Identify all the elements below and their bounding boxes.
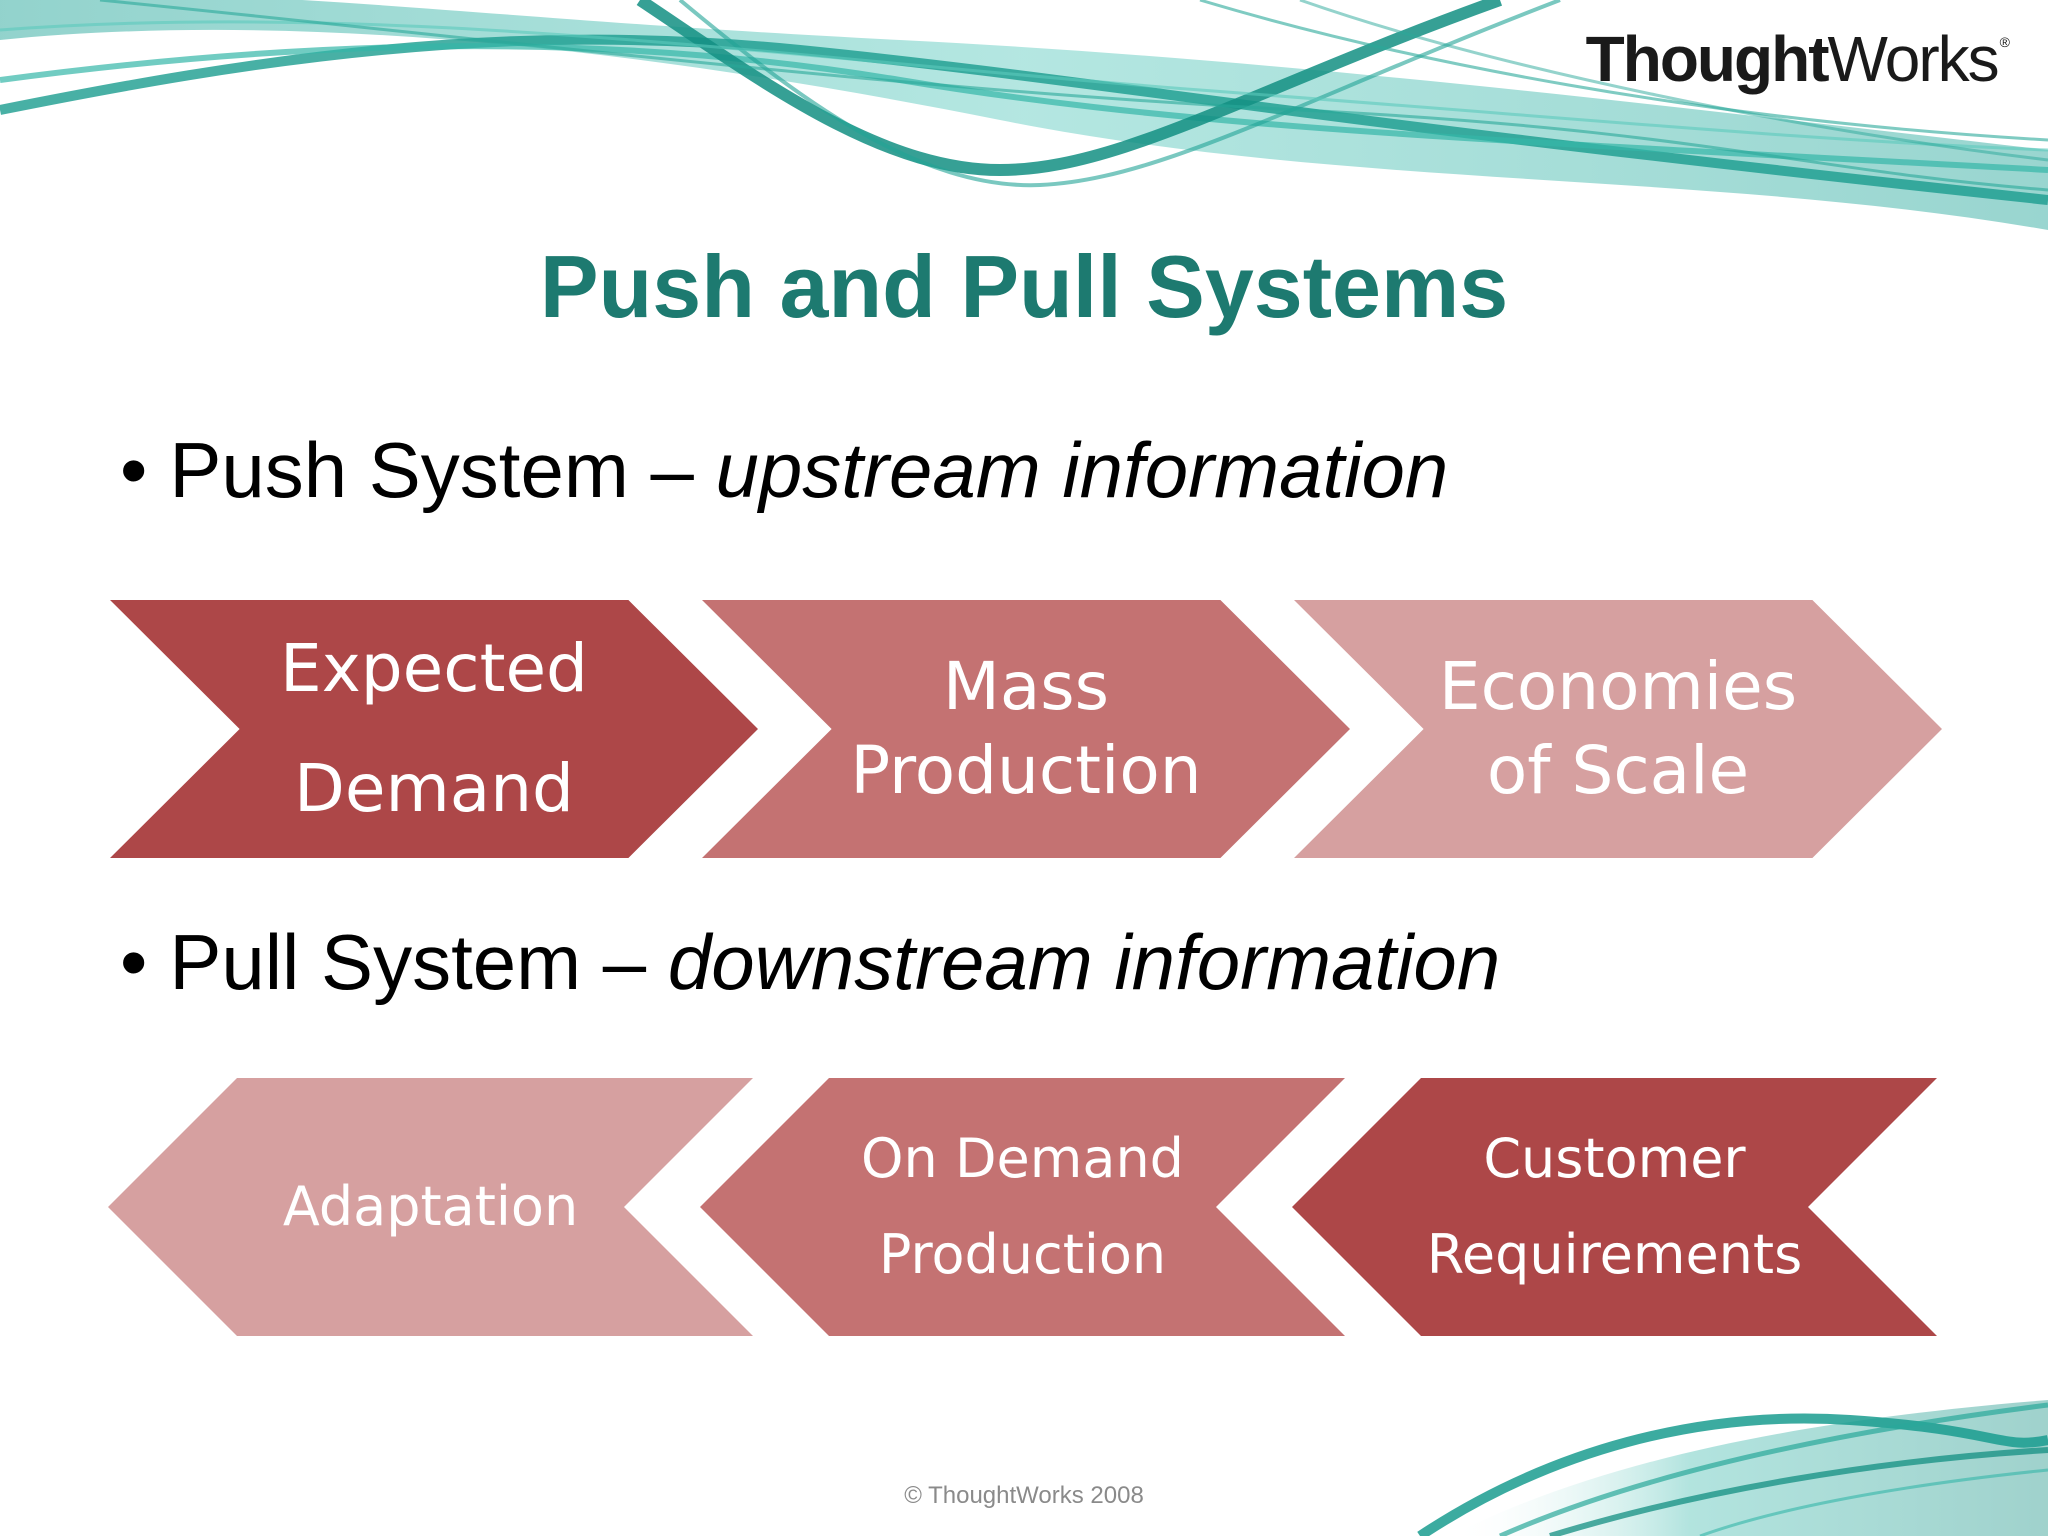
pull-system-bullet: •Pull System – downstream information	[120, 918, 1501, 1006]
thoughtworks-logo: ThoughtWorks®	[1585, 23, 2010, 95]
bottom-swoosh	[1417, 1400, 2048, 1536]
slide-title: Push and Pull Systems	[539, 237, 1509, 336]
top-swoosh	[0, 0, 2048, 230]
push-system-bullet: •Push System – upstream information	[120, 426, 1449, 514]
copyright-footer: © ThoughtWorks 2008	[904, 1482, 1144, 1509]
